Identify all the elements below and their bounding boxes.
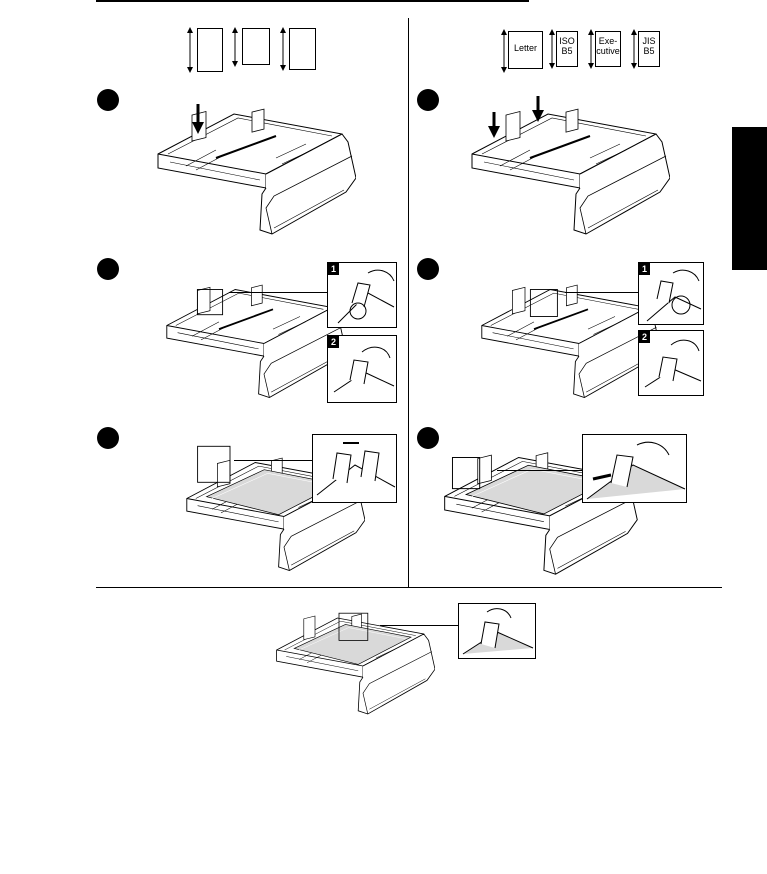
inset-number: 1	[328, 263, 339, 275]
size-arrow-icon	[279, 27, 287, 71]
inset-bottom	[458, 603, 536, 659]
tray-illustration-left-2	[165, 266, 345, 412]
step-marker-right-2	[417, 258, 439, 280]
callout-line	[380, 625, 459, 626]
step-marker-right-3	[417, 427, 439, 449]
inset-number: 1	[639, 263, 650, 275]
callout-line	[497, 470, 583, 471]
size-arrow-icon	[630, 29, 638, 69]
inset-left-3	[312, 434, 397, 503]
step-marker-right-1	[417, 89, 439, 111]
size-arrow-icon	[231, 27, 239, 67]
paper-size-iso-b5: ISO B5	[556, 31, 578, 67]
side-tab-marker	[732, 127, 767, 270]
inset-left-2-2: 2	[327, 335, 397, 403]
callout-line	[565, 292, 639, 293]
paper-size-executive: Exe- cutive	[595, 31, 621, 67]
step-marker-left-1	[97, 89, 119, 111]
column-divider	[408, 18, 409, 588]
section-divider	[96, 587, 722, 588]
paper-size-left-3	[289, 28, 316, 70]
size-arrow-icon	[186, 27, 194, 73]
tray-illustration-right-1	[470, 96, 670, 242]
size-arrow-icon	[548, 29, 556, 69]
top-rule	[96, 0, 529, 2]
guide-detail-icon	[583, 435, 687, 503]
paper-size-letter: Letter	[508, 31, 543, 69]
inset-right-2-1: 1	[638, 262, 704, 325]
inset-number: 2	[328, 336, 339, 348]
guide-detail-icon	[459, 604, 536, 659]
inset-right-3	[582, 434, 687, 503]
tray-illustration-bottom	[275, 598, 435, 726]
inset-left-2-1: 1	[327, 262, 397, 328]
step-marker-left-2	[97, 258, 119, 280]
tray-illustration-right-2	[480, 266, 660, 412]
callout-line	[229, 292, 328, 293]
inset-right-2-2: 2	[638, 330, 704, 396]
inset-number: 2	[639, 331, 650, 343]
size-arrow-icon	[500, 29, 508, 73]
tray-illustration-left-1	[156, 96, 356, 242]
paper-size-jis-b5: JIS B5	[638, 31, 660, 67]
guide-detail-icon	[313, 435, 397, 503]
size-arrow-icon	[587, 29, 595, 69]
callout-line	[234, 460, 313, 461]
step-marker-left-3	[97, 427, 119, 449]
paper-size-left-1	[197, 28, 223, 72]
paper-size-left-2	[242, 28, 270, 65]
